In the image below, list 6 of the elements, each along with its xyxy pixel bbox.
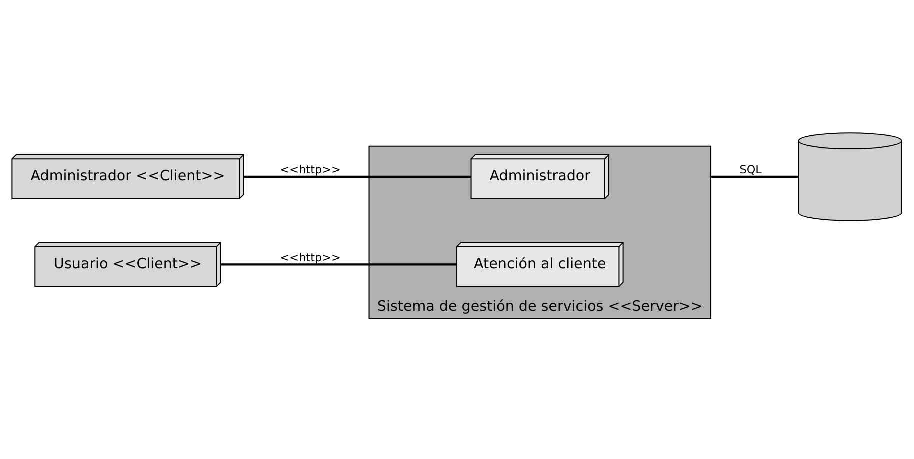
edge-label: SQL bbox=[740, 163, 762, 176]
connector bbox=[244, 175, 472, 178]
edge-label: <<http>> bbox=[280, 163, 341, 176]
connector bbox=[711, 175, 799, 178]
connector bbox=[221, 263, 457, 266]
edge-label: <<http>> bbox=[280, 250, 341, 264]
